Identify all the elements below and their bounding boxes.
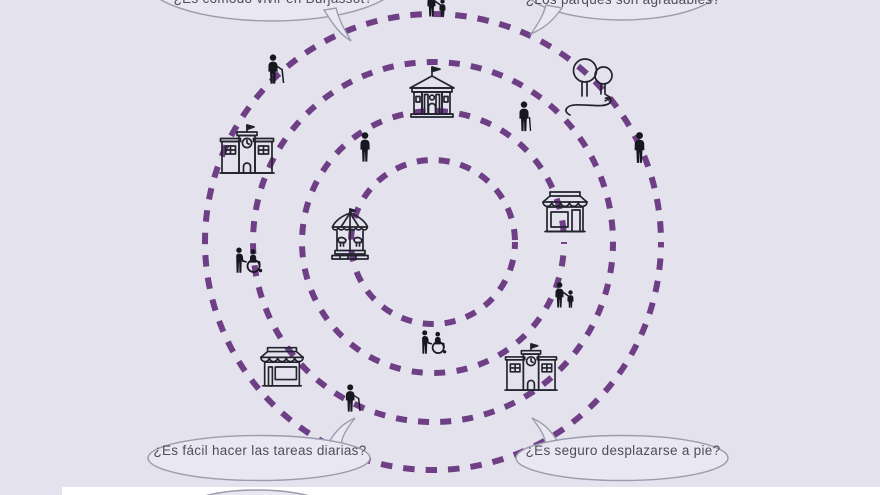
ring-outer bbox=[202, 11, 664, 473]
school-icon-left bbox=[217, 122, 277, 176]
bubble-tail bbox=[531, 417, 560, 446]
elderly-person-icon-left bbox=[263, 54, 289, 84]
question-bottom-right: ¿Es seguro desplazarse a pie? bbox=[525, 443, 721, 458]
speech-bubble-bottom-left: ¿Es fácil hacer las tareas diarias? bbox=[146, 416, 374, 484]
town-hall-icon bbox=[403, 64, 461, 118]
question-top-left: ¿Es cómodo vivir en Burjassot? bbox=[138, 0, 408, 6]
carousel-icon bbox=[328, 207, 372, 261]
bubble-tail bbox=[322, 7, 352, 42]
page-edge-strip bbox=[62, 487, 880, 495]
speech-bubble-bottom-right: ¿Es seguro desplazarse a pie? bbox=[512, 416, 734, 484]
wheelchair-group-icon-left bbox=[233, 246, 265, 274]
bubble-ellipse bbox=[530, 0, 714, 21]
shop-icon-bottom-left bbox=[256, 344, 308, 390]
speech-bubble-top-left: ¿Es cómodo vivir en Burjassot? bbox=[138, 0, 408, 44]
shop-icon-right bbox=[538, 190, 592, 234]
bubble-tail bbox=[528, 4, 564, 36]
ring-inner bbox=[348, 157, 518, 327]
bubble-ellipse bbox=[147, 434, 371, 482]
school-icon-bottom-right bbox=[502, 342, 560, 392]
adult-with-child-icon-right bbox=[552, 282, 578, 308]
wheelchair-group-icon-bottom bbox=[419, 329, 449, 355]
bubble-tail bbox=[327, 417, 356, 446]
speech-bubble-top-right: ¿Los parques son agradables? bbox=[518, 0, 728, 40]
question-bottom-left: ¿Es fácil hacer las tareas diarias? bbox=[153, 443, 367, 458]
bubble-ellipse bbox=[515, 434, 729, 482]
person-icon-outer-right bbox=[629, 131, 650, 164]
person-with-cane-icon-right bbox=[514, 101, 540, 132]
speech-bubble-bottom-partial bbox=[165, 488, 349, 495]
person-icon-inner-left bbox=[355, 132, 375, 162]
adult-with-child-icon-top bbox=[424, 0, 450, 17]
question-top-right: ¿Los parques son agradables? bbox=[518, 0, 728, 7]
bubble-ellipse bbox=[205, 489, 309, 495]
ring-2 bbox=[299, 108, 567, 376]
elderly-person-icon-bottom-left bbox=[339, 384, 367, 412]
ring-3 bbox=[250, 59, 616, 425]
park-icon bbox=[562, 56, 626, 118]
